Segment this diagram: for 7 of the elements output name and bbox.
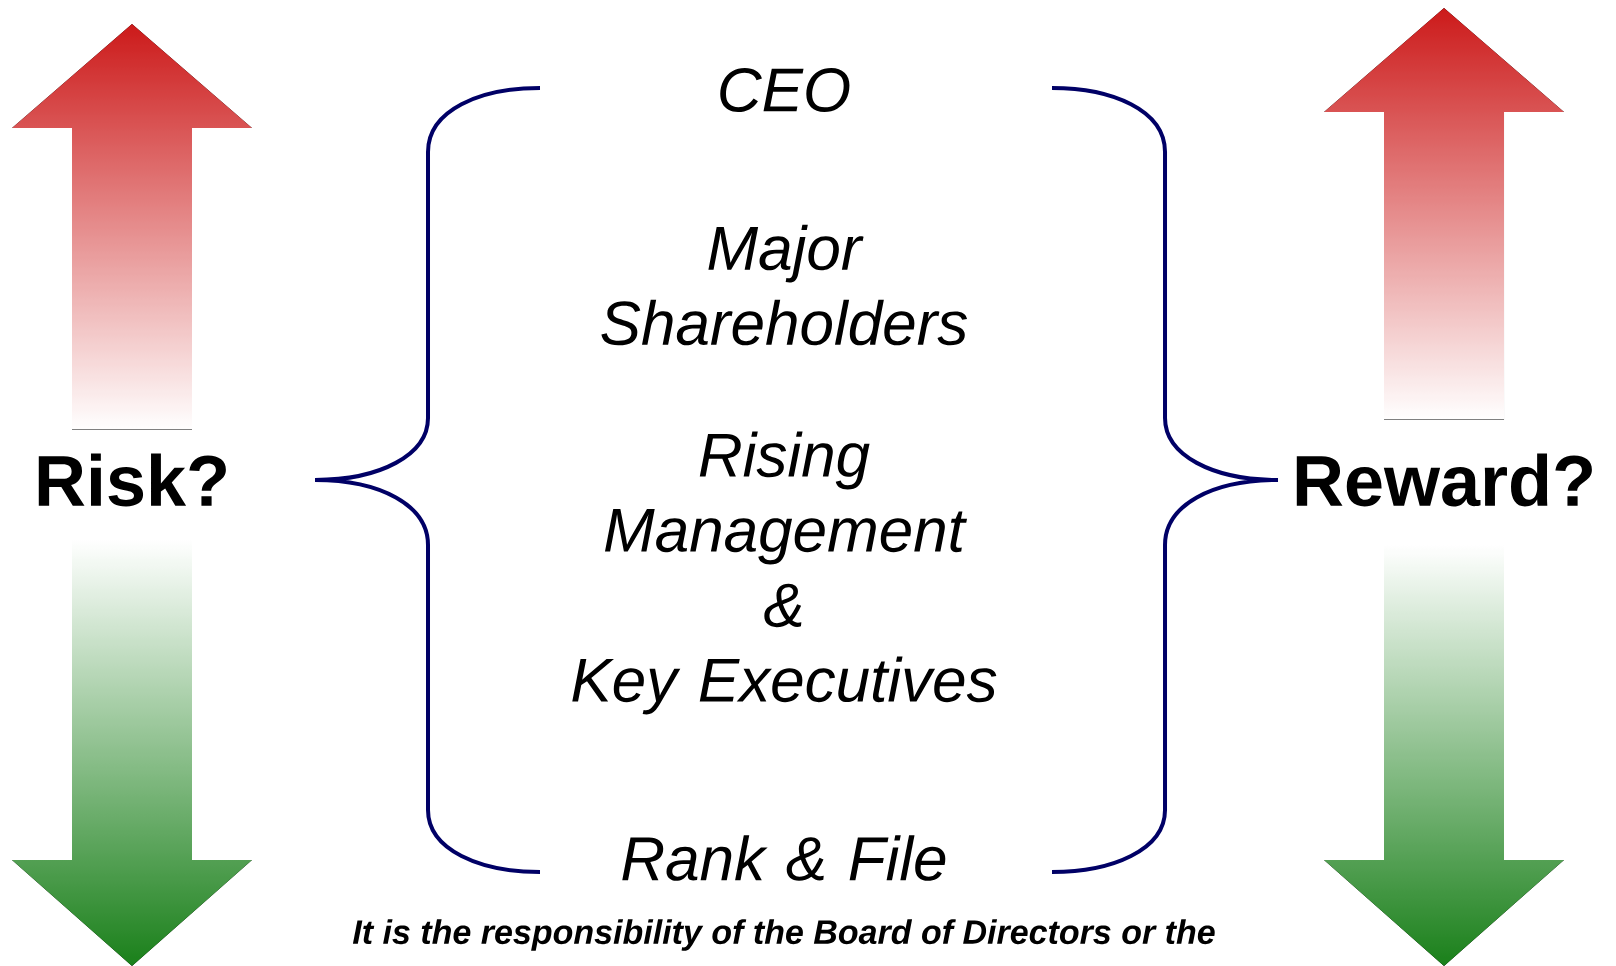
note-text: It is the responsibility of the Board of Directors or the [352, 919, 1215, 951]
tier-label: Rank & File [622, 835, 946, 881]
tier-label: Rising Management & Key Executives [572, 431, 997, 715]
axis-label: Reward? [1296, 453, 1592, 507]
tier-label: CEO [720, 68, 850, 112]
tier-label: Major Shareholders [601, 224, 968, 346]
axis-label: Risk? [38, 453, 226, 507]
